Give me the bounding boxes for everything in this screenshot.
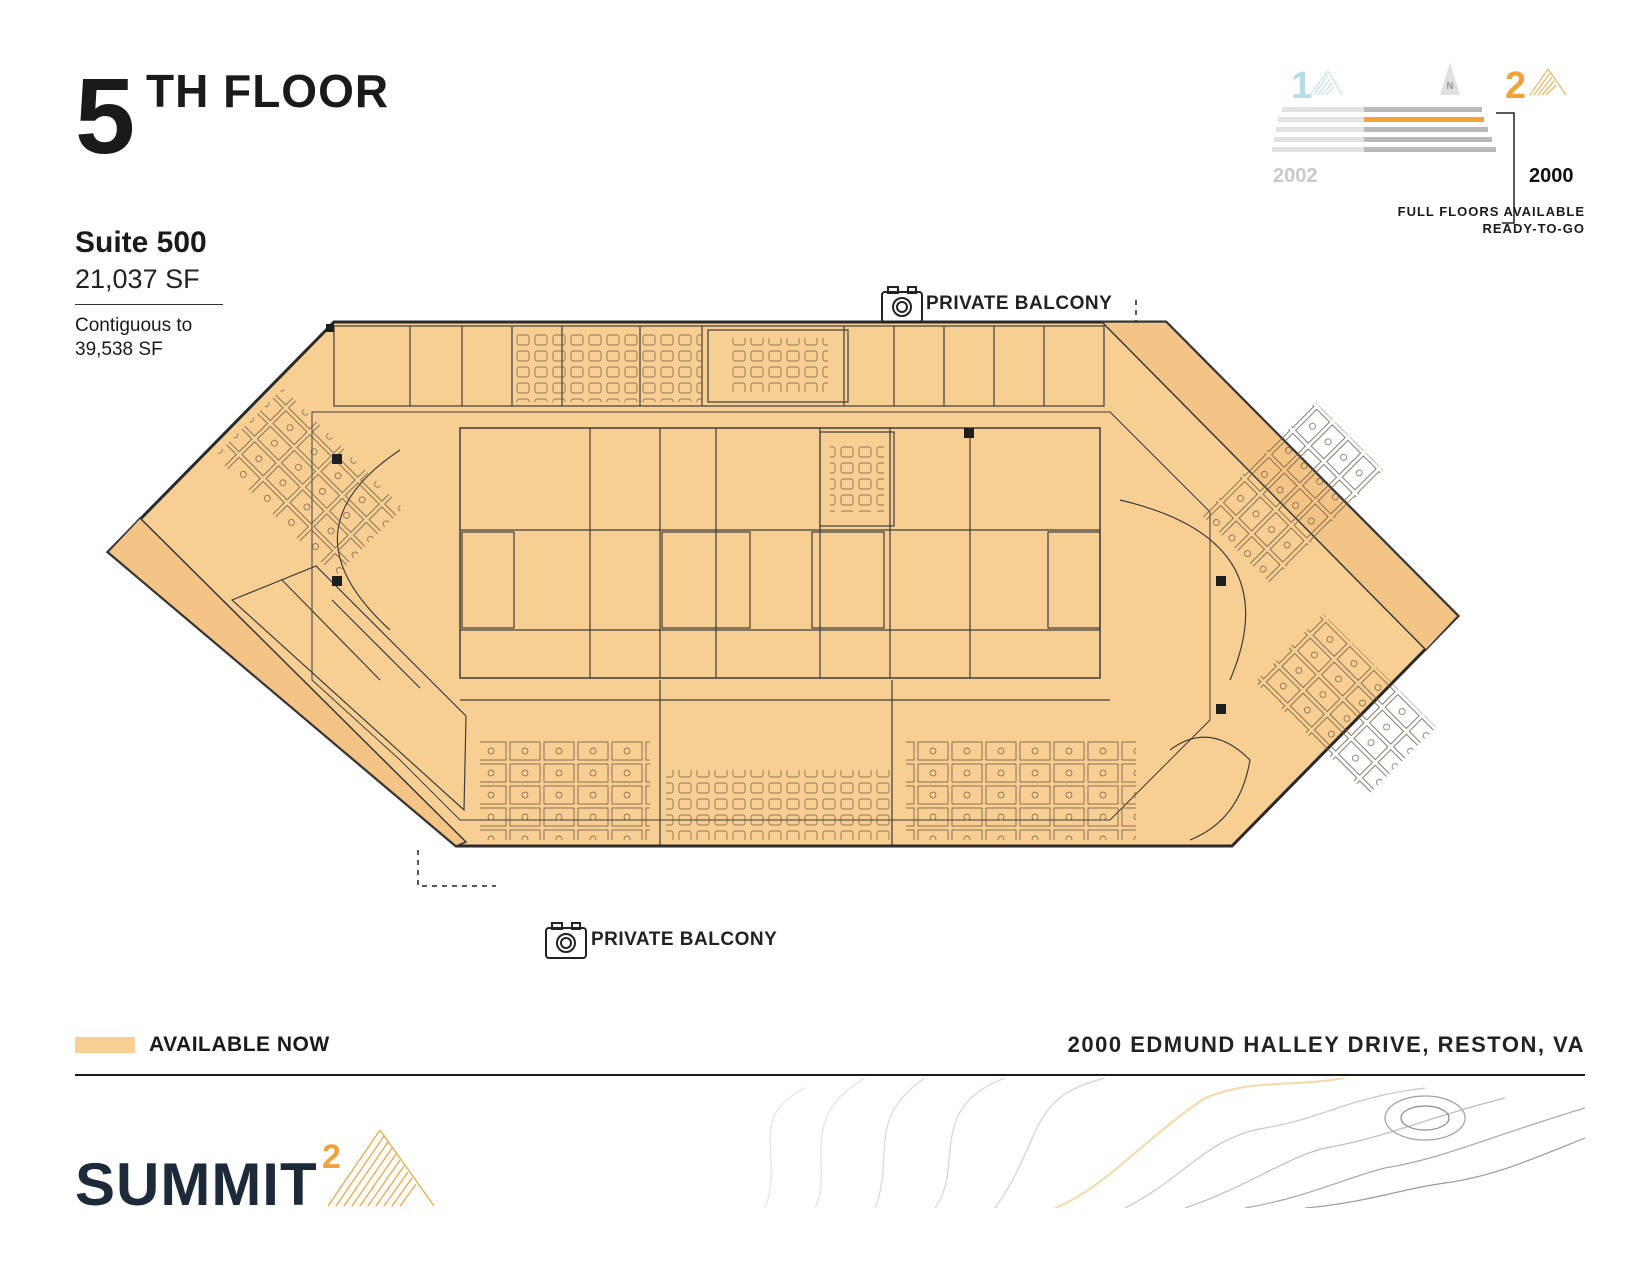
floor-plan [105,300,1461,887]
columns [326,324,1226,714]
workstations-south-east [906,740,1136,840]
topographic-pattern [764,1078,1585,1208]
camera-icon [545,922,587,959]
building-1-year: 2002 [1273,165,1318,187]
contiguous-text: Contiguous to [75,315,193,336]
stair-west [461,531,515,629]
left-offices [230,565,467,812]
stair-east [1047,531,1101,629]
balcony-label-top: PRIVATE BALCONY [926,293,1113,314]
address: 2000 EDMUND HALLEY DRIVE, RESTON, VA [1067,1032,1585,1057]
conference-seating-top [728,338,828,392]
building-2-mountain-icon [1529,68,1567,96]
logo-superscript: 2 [322,1138,341,1176]
workstations-se [1255,613,1437,795]
footer-divider [75,1074,1585,1076]
floor-outline [105,320,1461,848]
workstations-ne [1202,402,1384,584]
balcony-leader-top [1135,300,1137,322]
building-key-graphic: N [1272,63,1567,224]
svg-text:N: N [1446,81,1453,92]
logo-wordmark: SUMMIT [75,1151,318,1218]
top-offices [333,325,1105,407]
building-2-number: 2 [1505,65,1527,107]
workstations-nw [215,388,404,577]
mountain-icon [327,1129,435,1207]
conference-room-core [819,431,895,527]
floor-number: 5 [75,55,135,176]
availability-note-2: READY-TO-GO [1482,221,1585,236]
building-2-year: 2000 [1529,165,1574,187]
elevators-east [811,531,885,629]
elevators-west [661,531,751,629]
workstations-north [514,330,702,402]
availability-note: FULL FLOORS AVAILABLE [1397,204,1585,219]
building-1-mountain-icon [1309,70,1343,96]
balcony-leader-bottom [417,850,496,887]
suite-name: Suite 500 [75,226,207,259]
balcony-band-left [106,516,468,847]
camera-icon [881,286,923,323]
workstations-south-mid [666,770,890,840]
legend-label: AVAILABLE NOW [149,1033,330,1056]
north-icon: N [1440,63,1460,95]
workstations-south-west [480,740,650,840]
contiguous-area: 39,538 SF [75,339,163,360]
conference-seating-core [830,446,884,512]
suite-area: 21,037 SF [75,264,200,294]
conference-room-top [707,329,849,403]
building-1-number: 1 [1291,65,1313,107]
key-bracket [1496,112,1515,224]
floor-label: TH FLOOR [146,65,390,117]
right-curved-room [1119,499,1247,681]
balcony-label-bottom: PRIVATE BALCONY [591,929,778,950]
building-1-stack [1272,107,1430,152]
building-2-stack [1364,107,1496,152]
legend-swatch [75,1037,135,1053]
right-round-room [1169,736,1251,841]
suite-divider [75,304,223,305]
